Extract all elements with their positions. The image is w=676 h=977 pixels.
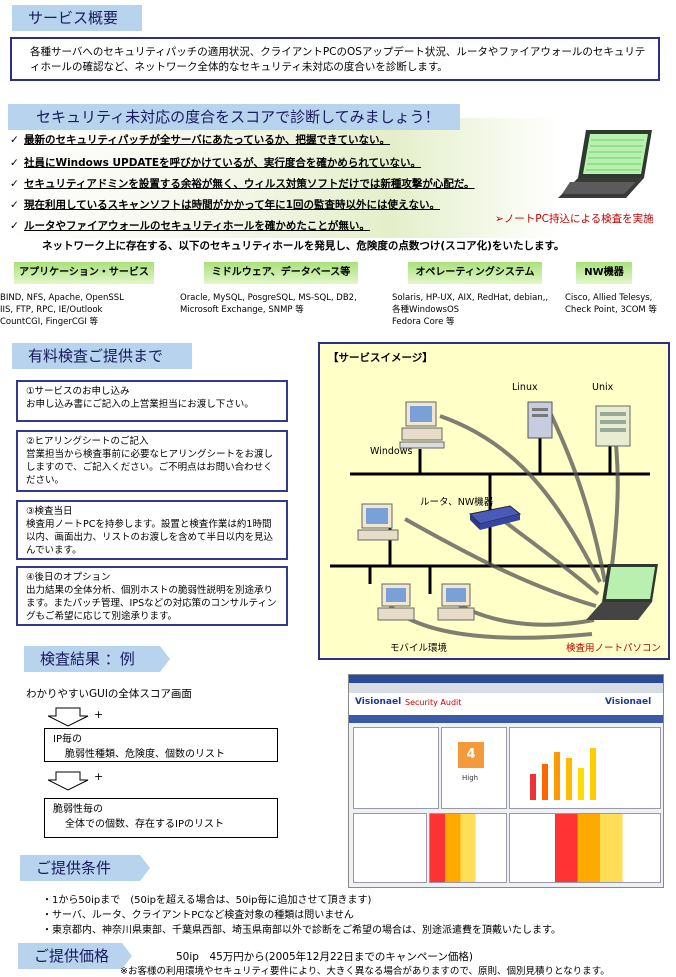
results-tab-arrow: [160, 646, 170, 672]
paid-heading: 有料検査ご提供まで: [12, 343, 192, 369]
label-router: ルータ、NW機器: [420, 497, 494, 508]
step-3-body: 検査用ノートPCを持参します。設置と検査作業は約1時間以内、画面出力、リストのお…: [26, 519, 274, 556]
category-items-nw: Cisco, Allied Telesys, Check Point, 3COM…: [565, 293, 657, 315]
label-unix: Unix: [592, 382, 614, 393]
check-item-4: ✓現在利用しているスキャンソフトは時間がかかって年に1回の監査時以外には使えない…: [10, 199, 440, 211]
condition-line-1: ・1から50ipまで (50ipを超える場合は、50ip毎に追加させて頂きます): [42, 895, 372, 906]
label-linux: Linux: [512, 382, 538, 393]
price-heading: ご提供価格: [18, 943, 122, 969]
overview-text: 各種サーバへのセキュリティパッチの適用状況、クライアントPCのOSアップデート状…: [30, 46, 646, 73]
category-items-os: Solaris, HP-UX, AIX, RedHat, debian,, 各種…: [392, 293, 549, 327]
step-2: ②ヒアリングシートのご記入 営業担当から検査事前に必要なヒアリングシートをお渡し…: [16, 430, 288, 492]
service-image-panel: 【サービスイメージ】: [318, 342, 670, 660]
plus-1: +: [94, 708, 104, 721]
overview-heading: サービス概要: [12, 5, 142, 31]
gui-score-label: High: [462, 774, 479, 782]
category-tab-app: アプリケーション・サービス: [14, 262, 154, 284]
score-summary: ネットワーク上に存在する、以下のセキュリティホールを発見し、危険度の点数つけ(ス…: [42, 240, 565, 252]
category-tab-middleware: ミドルウェア、データベース等: [204, 262, 358, 284]
results-caption: わかりやすいGUIの全体スコア画面: [26, 688, 192, 700]
step-3: ③検査当日 検査用ノートPCを持参します。設置と検査作業は約1時間以内、画面出力…: [16, 500, 288, 560]
condition-line-3: ・東京都内、神奈川県東部、千葉県西部、埼玉県南部以外で診断をご希望の場合は、別途…: [42, 925, 561, 936]
category-tab-nw: NW機器: [576, 262, 632, 284]
conditions-heading: ご提供条件: [20, 855, 140, 881]
plus-2: +: [94, 770, 104, 783]
price-tab-arrow: [122, 943, 132, 969]
check-item-3: ✓セキュリティアドミンを設置する余裕が無く、ウィルス対策ソフトだけでは新種攻撃が…: [10, 178, 475, 190]
paid-tab-arrow: [176, 343, 186, 369]
check-item-2: ✓社員にWindows UPDATEを呼びかけているが、実行度合を確かめられてい…: [10, 157, 422, 169]
results-heading: 検査結果 ：例: [24, 646, 160, 672]
check-item-1: ✓最新のセキュリティパッチが全サーバにあたっているか、把握できていない。: [10, 134, 391, 146]
category-items-middleware: Oracle, MySQL, PosgreSQL, MS-SQL, DB2, M…: [180, 293, 357, 315]
network-diagram: [330, 401, 658, 640]
step-3-title: ③検査当日: [26, 506, 73, 517]
checkmark-icon: ✓: [10, 199, 19, 211]
label-windows: Windows: [370, 446, 413, 457]
condition-line-2: ・サーバ、ルータ、クライアントPCなど検査対象の種類は問いません: [42, 910, 354, 921]
step-2-title: ②ヒアリングシートのご記入: [26, 436, 149, 447]
pc-icon: [399, 401, 445, 449]
label-mobile: モバイル環境: [390, 643, 448, 654]
step-1-title: ①サービスのお申し込み: [26, 386, 130, 397]
step-4-title: ④後日のオプション: [26, 572, 111, 583]
service-image-title: 【サービスイメージ】: [328, 352, 433, 364]
checkmark-icon: ✓: [10, 178, 19, 190]
arrow-right-icon: ➢: [495, 213, 504, 225]
laptop-illustration: [558, 130, 652, 198]
score-heading: セキュリティ未対応の度合をスコアで診断してみましょう！: [8, 104, 460, 130]
score-band-bg: [0, 118, 560, 238]
step-4-body: 出力結果の全体分析、個別ホストの脆弱性説明を別途承ります。またパッチ管理、IPS…: [26, 585, 277, 622]
gui-brand-right: Visionael: [605, 697, 652, 707]
category-items-app: BIND, NFS, Apache, OpenSSL IIS, FTP, RPC…: [0, 293, 124, 327]
checkmark-icon: ✓: [10, 157, 19, 169]
flow-arrow-2: [48, 771, 89, 791]
check-item-5: ✓ルータやファイアウォールのセキュリティホールを確かめたことが無い。: [10, 220, 370, 232]
label-laptop: 検査用ノートパソコン: [566, 643, 662, 654]
category-tab-os: オペレーティングシステム: [408, 262, 542, 284]
step-4: ④後日のオプション 出力結果の全体分析、個別ホストの脆弱性説明を別途承ります。ま…: [16, 566, 288, 626]
gui-score: 4: [458, 742, 484, 768]
step-2-body: 営業担当から検査事前に必要なヒアリングシートをお渡ししますので、ご記入ください。…: [26, 449, 274, 486]
step-1: ①サービスのお申し込み お申し込み書にご記入の上営業担当にお渡し下さい。: [16, 380, 288, 422]
checkmark-icon: ✓: [10, 134, 19, 146]
price-main: 50ip 45万円から(2005年12月22日までのキャンペーン価格): [176, 951, 473, 963]
gui-screenshot: Visionael Security Audit Visionael 4 Hig…: [348, 674, 664, 888]
step-1-body: お申し込み書にご記入の上営業担当にお渡し下さい。: [26, 399, 254, 410]
conditions-tab-arrow: [140, 855, 150, 881]
overview-box: 各種サーバへのセキュリティパッチの適用状況、クライアントPCのOSアップデート状…: [10, 37, 660, 81]
checkmark-icon: ✓: [10, 220, 19, 232]
gui-product: Security Audit: [405, 698, 462, 707]
price-note: ※お客様の利用環境やセキュリティ要件により、大きく異なる場合がありますので、原則…: [120, 966, 610, 977]
result-box-ip: IP毎の 脆弱性種類、危険度、個数のリスト: [44, 728, 278, 762]
flow-arrow-1: [48, 707, 89, 727]
result-box-vuln: 脆弱性毎の 全体での個数、存在するIPのリスト: [44, 798, 278, 838]
laptop-note: ➢ノートPC持込による検査を実施: [495, 213, 654, 225]
gui-brand-left: Visionael: [355, 697, 402, 707]
